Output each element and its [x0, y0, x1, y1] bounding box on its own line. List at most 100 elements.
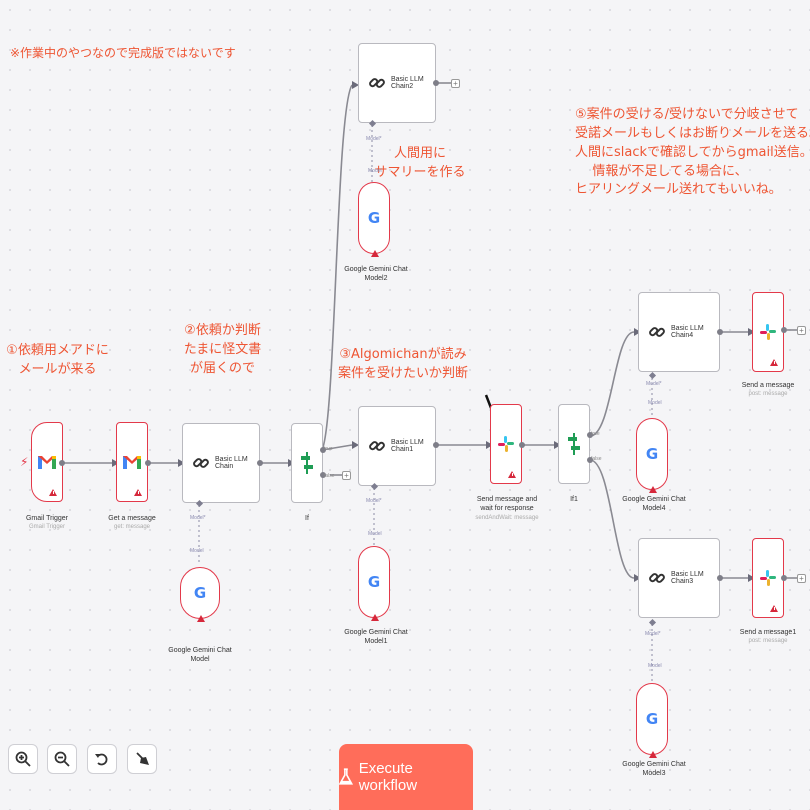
google-icon: G: [645, 710, 659, 728]
if-true-output[interactable]: [320, 447, 326, 453]
model-output-label: Model: [648, 400, 662, 406]
send-and-wait-node[interactable]: [490, 404, 522, 484]
trigger-bolt-icon: ⚡: [20, 455, 29, 469]
basic-llm-chain3-output[interactable]: [717, 575, 723, 581]
reset-icon: [95, 753, 108, 766]
warning-icon: [134, 489, 142, 496]
if1-true-output[interactable]: [587, 432, 593, 438]
if1-caption: If1: [570, 496, 578, 503]
warning-icon: [197, 615, 205, 622]
slack-icon: [760, 570, 776, 586]
gemini-model4-node[interactable]: G: [636, 418, 668, 493]
if-false-label: false: [324, 473, 335, 479]
get-message-output[interactable]: [145, 460, 151, 466]
get-message-node[interactable]: [116, 422, 148, 502]
gemini-model1-caption: Google Gemini Chat Model1: [344, 629, 408, 646]
note-step5: ⑤案件の受ける/受けないで分岐させて受諾メールもしくはお断りメールを送る。人間に…: [575, 107, 810, 198]
if1-node[interactable]: [558, 404, 590, 484]
send-message-add-button[interactable]: +: [797, 326, 806, 335]
if-false-output[interactable]: [320, 472, 326, 478]
model-output-label: Model: [648, 663, 662, 669]
flask-icon: [339, 768, 353, 785]
send-message1-add-button[interactable]: +: [797, 574, 806, 583]
warning-icon: [49, 489, 57, 496]
if1-true-label: true: [591, 431, 600, 437]
execute-workflow-label: Execute workflow: [358, 760, 418, 794]
chain-link-icon: [649, 327, 665, 337]
send-message-node[interactable]: [752, 292, 784, 372]
basic-llm-chain-node[interactable]: Basic LLM Chain: [182, 423, 260, 503]
warning-icon: [649, 486, 657, 493]
model-output-label: Model: [368, 168, 382, 174]
zoom-in-icon: [15, 751, 31, 767]
basic-llm-chain4-node[interactable]: Basic LLM Chain4: [638, 292, 720, 372]
note-step3: ③Algomichanが読み案件を受けたいか判断: [338, 347, 469, 381]
google-icon: G: [367, 573, 381, 591]
if1-false-label: false: [591, 456, 602, 462]
note-step1: ①依頼用メアドにメールが来る: [6, 343, 109, 377]
wire-if-chain2: [321, 84, 353, 451]
tidy-up-button[interactable]: [127, 744, 157, 774]
model-output-label: Model: [190, 548, 204, 554]
chain-link-icon: [369, 78, 385, 88]
chain-link-icon: [369, 441, 385, 451]
zoom-out-icon: [54, 751, 70, 767]
model-port-label: Model*: [646, 381, 662, 387]
warning-icon: [371, 250, 379, 257]
chain-link-icon: [193, 458, 209, 468]
execute-workflow-button[interactable]: Execute workflow: [339, 744, 473, 810]
wire-if-chain1: [321, 444, 353, 451]
google-icon: G: [193, 584, 207, 602]
slack-icon: [760, 324, 776, 340]
warning-icon: [770, 359, 778, 366]
send-message1-node[interactable]: [752, 538, 784, 618]
send-and-wait-output[interactable]: [519, 442, 525, 448]
gemini-model2-caption: Google Gemini Chat Model2: [344, 266, 408, 283]
if-node[interactable]: [291, 423, 323, 503]
if1-false-output[interactable]: [587, 457, 593, 463]
model-port-label: Model*: [190, 515, 206, 521]
warning-icon: [371, 614, 379, 621]
wip-note: ※作業中のやつなので完成版ではないです: [10, 46, 236, 60]
model-output-label: Model: [368, 531, 382, 537]
basic-llm-chain1-node[interactable]: Basic LLM Chain1: [358, 406, 436, 486]
warning-icon: [770, 605, 778, 612]
gmail-icon: [38, 456, 56, 469]
basic-llm-chain-output[interactable]: [257, 460, 263, 466]
chain-link-icon: [649, 573, 665, 583]
warning-icon: [508, 471, 516, 478]
model-port-label: Model*: [366, 136, 382, 142]
gemini-model-caption: Google Gemini Chat Model: [168, 647, 232, 664]
gemini-model2-node[interactable]: G: [358, 182, 390, 257]
branch-icon: [568, 433, 580, 455]
basic-llm-chain2-node[interactable]: Basic LLM Chain2: [358, 43, 436, 123]
note-summary: 人間用にサマリーを作る: [374, 146, 466, 180]
slack-icon: [498, 436, 514, 452]
gemini-model3-caption: Google Gemini Chat Model3: [622, 761, 686, 778]
send-message1-output[interactable]: [781, 575, 787, 581]
chain2-add-button[interactable]: +: [451, 79, 460, 88]
gemini-model3-node[interactable]: G: [636, 683, 668, 758]
zoom-in-button[interactable]: [8, 744, 38, 774]
gemini-model4-caption: Google Gemini Chat Model4: [622, 496, 686, 513]
zoom-out-button[interactable]: [47, 744, 77, 774]
basic-llm-chain2-output[interactable]: [433, 80, 439, 86]
gmail-icon: [123, 456, 141, 469]
gemini-model-node[interactable]: G: [180, 567, 220, 622]
basic-llm-chain3-node[interactable]: Basic LLM Chain3: [638, 538, 720, 618]
google-icon: G: [367, 209, 381, 227]
note-step2: ②依頼か判断たまに怪文書が届くので: [183, 323, 262, 376]
wire-if1-chain4: [589, 331, 635, 437]
send-message-output[interactable]: [781, 327, 787, 333]
gemini-model1-node[interactable]: G: [358, 546, 390, 621]
reset-zoom-button[interactable]: [87, 744, 117, 774]
if-false-add-button[interactable]: +: [342, 471, 351, 480]
branch-icon: [301, 452, 313, 474]
basic-llm-chain4-output[interactable]: [717, 329, 723, 335]
gmail-trigger-output[interactable]: [59, 460, 65, 466]
basic-llm-chain1-output[interactable]: [433, 442, 439, 448]
